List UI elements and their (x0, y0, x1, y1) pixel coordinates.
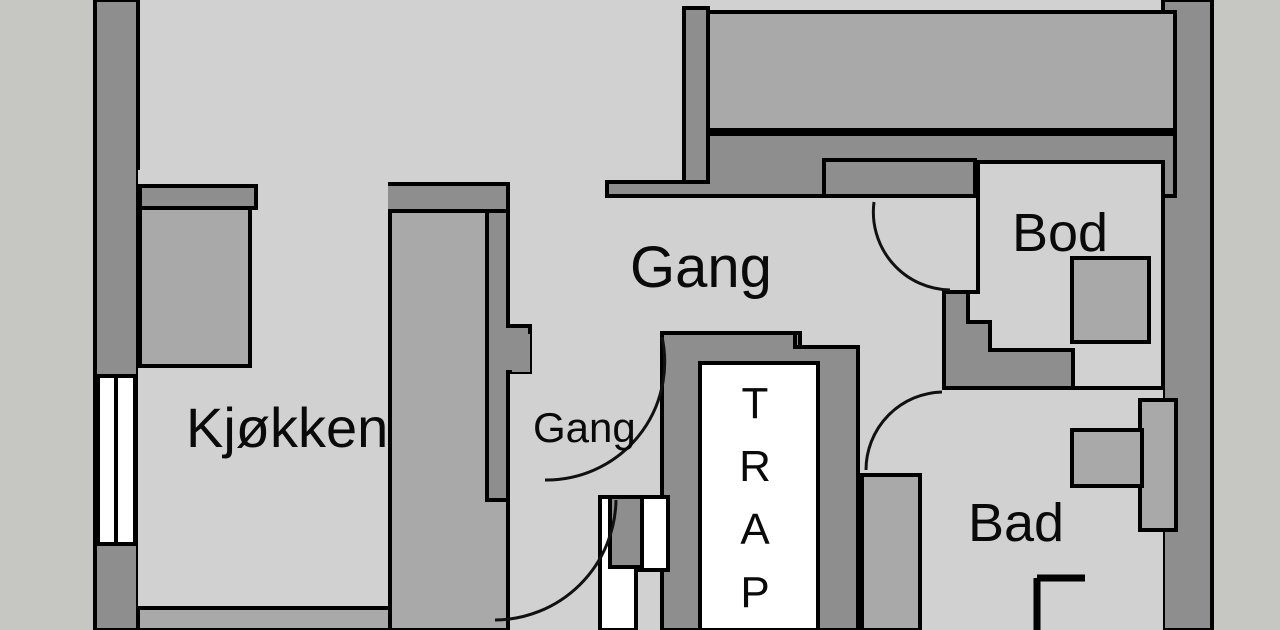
room-label-bad: Bad (968, 493, 1064, 553)
fixture-bad-sink (1070, 428, 1144, 488)
window-left-wall (96, 374, 137, 546)
stairwell-floor (698, 361, 820, 630)
stair-letter-0: T (742, 379, 769, 428)
stairwell-label-trapp: T R A P P (739, 379, 771, 617)
fixture-kjokken-counter (138, 186, 252, 368)
room-label-kjokken: Kjøkken (186, 396, 388, 459)
fixture-bad-tall-cabinet (1138, 398, 1178, 532)
fixture-bod-cabinet (1070, 256, 1151, 344)
room-label-gang-main: Gang (630, 235, 772, 300)
interior-wall-bod-step (942, 290, 1075, 390)
stair-letter-2: A (740, 505, 770, 554)
room-label-gang-small: Gang (533, 404, 636, 451)
room-gang-small-floor (512, 334, 530, 372)
door-swing-gang-landing[interactable] (494, 499, 618, 622)
fixture-bad-shower-corner (1033, 574, 1085, 630)
door-swing-gang-trapp[interactable] (544, 336, 667, 482)
interior-wall-kjokken-bottom (136, 606, 392, 630)
stair-letter-1: R (739, 442, 771, 491)
fixture-kjokken-counter-lip (138, 184, 258, 210)
stair-letter-3: P (740, 568, 769, 617)
door-swing-bod[interactable] (871, 201, 951, 292)
interior-wall-bad-left (860, 473, 922, 630)
fixture-top-right-counter (689, 10, 1177, 132)
door-swing-bad[interactable] (864, 390, 943, 471)
room-label-bod: Bod (1012, 203, 1108, 263)
